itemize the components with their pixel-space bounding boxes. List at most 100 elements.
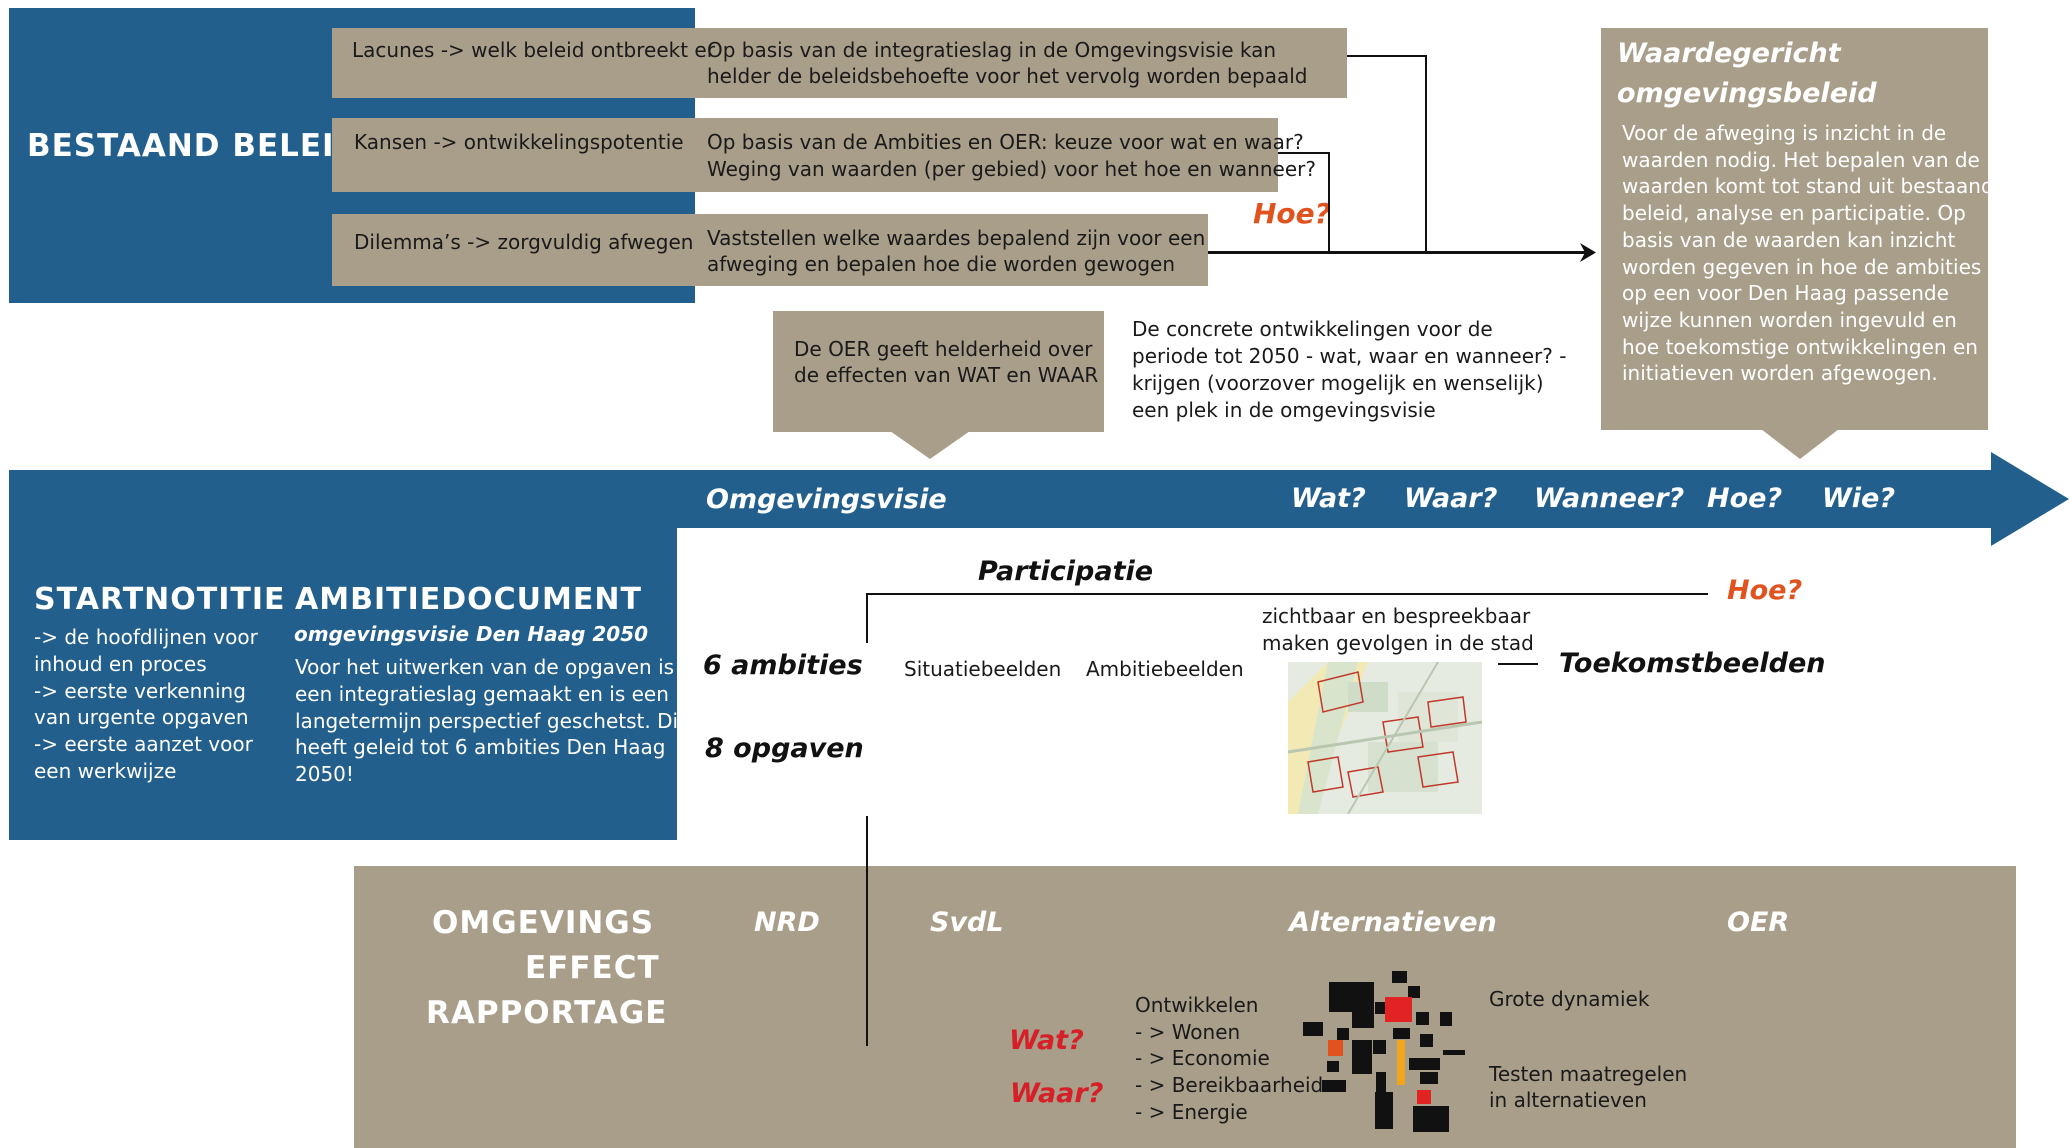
zichtbaar-line1: zichtbaar en bespreekbaar bbox=[1262, 604, 1531, 628]
oer-callout-line2: de effecten van WAT en WAAR bbox=[794, 363, 1099, 387]
waardegericht-line: wijze kunnen worden ingevuld en bbox=[1622, 307, 1957, 332]
connector-row1-h bbox=[1347, 55, 1426, 57]
ambities-label: 6 ambities bbox=[703, 650, 863, 681]
arrow-head-icon bbox=[1580, 243, 1596, 262]
participatie-line-v bbox=[866, 593, 868, 643]
main-arrow-line bbox=[1208, 251, 1586, 254]
ontwikkelen-list: Ontwikkelen - > Wonen - > Economie - > B… bbox=[1135, 992, 1323, 1126]
oer-panel bbox=[354, 866, 2016, 1148]
zichtbaar-line2: maken gevolgen in de stad bbox=[1262, 631, 1534, 655]
block bbox=[1352, 1040, 1372, 1074]
question-wat: Wat? bbox=[1291, 483, 1366, 514]
waardegericht-line: basis van de waarden kan inzicht bbox=[1622, 227, 1956, 252]
concrete-line: een plek in de omgevingsvisie bbox=[1132, 398, 1436, 422]
block bbox=[1322, 1080, 1346, 1092]
bestaand-beleid-title: BESTAAND BELEID bbox=[27, 128, 362, 164]
ambitiedocument-line: langetermijn perspectief geschetst. Dit bbox=[295, 708, 686, 733]
toekomstbeelden-label: Toekomstbeelden bbox=[1559, 648, 1826, 679]
startnotitie-line: -> de hoofdlijnen voor bbox=[34, 625, 258, 649]
participatie-hoe-label: Hoe? bbox=[1727, 575, 1803, 606]
situatiebeelden-label: Situatiebeelden bbox=[904, 657, 1062, 681]
ontwikkelen-item: Ontwikkelen bbox=[1135, 993, 1259, 1017]
block bbox=[1409, 1058, 1440, 1070]
block-orange bbox=[1328, 1040, 1343, 1056]
row-kansen bbox=[332, 118, 1278, 192]
ontwikkelen-item: - > Energie bbox=[1135, 1099, 1248, 1124]
block bbox=[1393, 1028, 1410, 1039]
startnotitie-line: -> eerste aanzet voor bbox=[34, 732, 253, 757]
concrete-line: periode tot 2050 - wat, waar en wanneer?… bbox=[1132, 344, 1567, 368]
block bbox=[1303, 1022, 1323, 1036]
ambitiedocument-title: AMBITIEDOCUMENT bbox=[295, 582, 642, 617]
block-red bbox=[1385, 997, 1412, 1022]
concrete-text: De concrete ontwikkelingen voor de perio… bbox=[1132, 316, 1566, 424]
top-hoe-label: Hoe? bbox=[1253, 197, 1331, 230]
svdl-label: SvdL bbox=[930, 907, 1004, 938]
toekomst-connector bbox=[1498, 663, 1538, 665]
row-kansen-text2: Weging van waarden (per gebied) voor het… bbox=[707, 157, 1316, 181]
waardegericht-panel bbox=[1601, 28, 1988, 430]
row-dilemmas bbox=[332, 214, 1208, 286]
waardegericht-line: beleid, analyse en participatie. Op bbox=[1622, 201, 1966, 226]
ambitiedocument-line: heeft geleid tot 6 ambities Den Haag bbox=[295, 735, 666, 760]
block bbox=[1440, 1012, 1452, 1026]
waardegericht-pointer bbox=[1761, 429, 1839, 459]
concrete-line: krijgen (voorzover mogelijk en wenselijk… bbox=[1132, 371, 1544, 395]
ambitiedocument-body: Voor het uitwerken van de opgaven is een… bbox=[295, 654, 686, 788]
oer-waar-label: Waar? bbox=[1010, 1078, 1104, 1109]
startnotitie-line: van urgente opgaven bbox=[34, 705, 249, 730]
grote-dynamiek-label: Grote dynamiek bbox=[1489, 987, 1650, 1011]
connector-row2-h bbox=[1278, 152, 1329, 154]
block bbox=[1392, 971, 1407, 983]
connector-row1-v bbox=[1425, 55, 1427, 251]
block-yellow bbox=[1397, 1040, 1405, 1085]
block bbox=[1329, 982, 1374, 1012]
startnotitie-body: -> de hoofdlijnen voor inhoud en proces … bbox=[34, 624, 258, 785]
waardegericht-line: waarden nodig. Het bepalen van de bbox=[1622, 147, 1980, 172]
question-waar: Waar? bbox=[1404, 483, 1498, 514]
ambitiedocument-line: een integratieslag gemaakt en is een bbox=[295, 681, 669, 706]
block bbox=[1443, 1050, 1465, 1055]
block bbox=[1327, 1061, 1339, 1072]
row-lacunes-text1: Op basis van de integratieslag in de Omg… bbox=[707, 38, 1277, 62]
block bbox=[1420, 1072, 1438, 1084]
startnotitie-line: inhoud en proces bbox=[34, 651, 207, 676]
row-kansen-label: Kansen -> ontwikkelingspotentie bbox=[354, 130, 684, 154]
block bbox=[1373, 1040, 1386, 1054]
block bbox=[1375, 1092, 1393, 1129]
waardegericht-line: hoe toekomstige ontwikkelingen en bbox=[1622, 334, 1978, 359]
participatie-label: Participatie bbox=[978, 556, 1154, 587]
row-dilemmas-label: Dilemma’s -> zorgvuldig afwegen bbox=[354, 230, 694, 254]
oer-callout bbox=[773, 311, 1104, 432]
oer-title-line2: EFFECT bbox=[525, 950, 660, 986]
row-dilemmas-text1: Vaststellen welke waardes bepalend zijn … bbox=[707, 226, 1206, 250]
connector-row2-v bbox=[1328, 152, 1330, 251]
ontwikkelen-item: - > Bereikbaarheid bbox=[1135, 1073, 1324, 1098]
oer-title-line1: OMGEVINGS bbox=[432, 905, 655, 941]
ambitiedocument-line: 2050! bbox=[295, 762, 354, 787]
block bbox=[1413, 1106, 1449, 1132]
startnotitie-line: -> eerste verkenning bbox=[34, 678, 246, 703]
waardegericht-title2: omgevingsbeleid bbox=[1617, 78, 1877, 109]
ontwikkelen-item: - > Economie bbox=[1135, 1046, 1270, 1071]
city-map-image bbox=[1288, 662, 1482, 814]
testen-line1: Testen maatregelen bbox=[1489, 1062, 1688, 1086]
question-wie: Wie? bbox=[1822, 483, 1896, 514]
ambitiedocument-subtitle: omgevingsvisie Den Haag 2050 bbox=[294, 622, 649, 646]
oer-callout-pointer bbox=[890, 431, 970, 459]
oer-wat-label: Wat? bbox=[1009, 1025, 1084, 1056]
waardegericht-line: op een voor Den Haag passende bbox=[1622, 281, 1949, 306]
alternatieven-label: Alternatieven bbox=[1289, 907, 1497, 938]
participatie-line-h bbox=[866, 593, 1708, 595]
block bbox=[1375, 1002, 1387, 1014]
question-wanneer: Wanneer? bbox=[1534, 483, 1685, 514]
waardegericht-body: Voor de afweging is inzicht in de waarde… bbox=[1622, 120, 1994, 387]
ontwikkelen-item: - > Wonen bbox=[1135, 1019, 1241, 1044]
waardegericht-line: Voor de afweging is inzicht in de bbox=[1622, 121, 1947, 145]
omgevingsvisie-arrow bbox=[676, 452, 2069, 546]
oer-callout-line1: De OER geeft helderheid over bbox=[794, 337, 1093, 361]
row-lacunes-label: Lacunes -> welk beleid ontbreekt er bbox=[352, 38, 715, 62]
nrd-label: NRD bbox=[754, 907, 820, 938]
block bbox=[1408, 986, 1420, 998]
oer-connector-v-inner bbox=[866, 866, 868, 1046]
